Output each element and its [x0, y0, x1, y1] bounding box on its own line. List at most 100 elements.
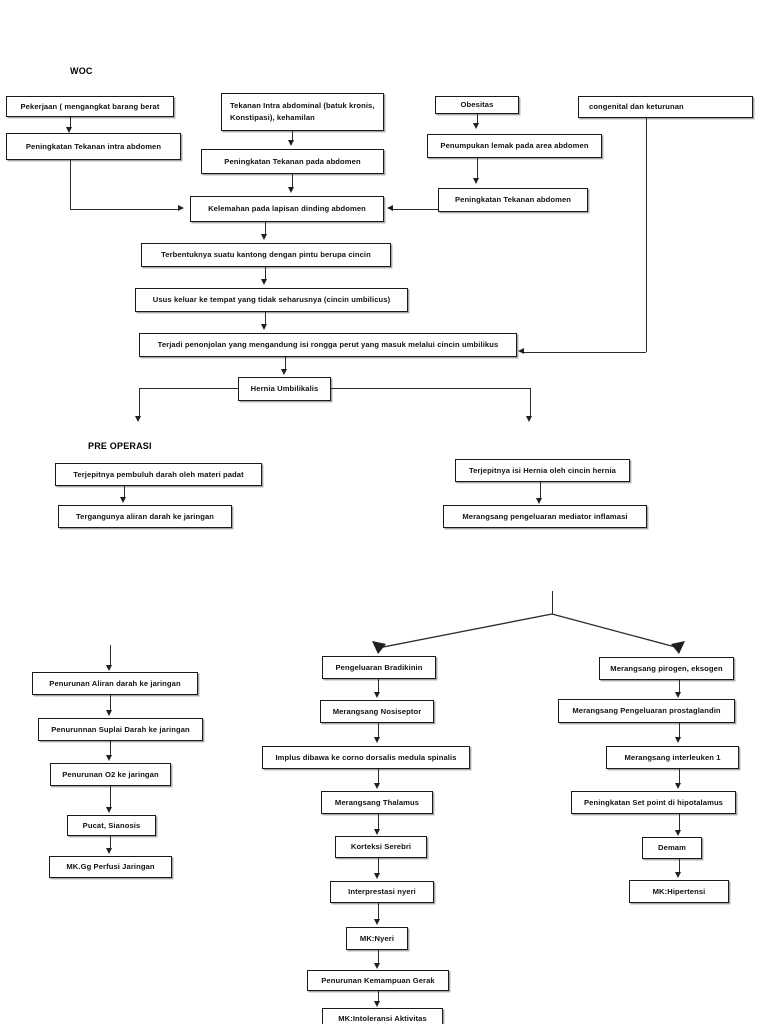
node-peningkatan-tekanan-pada-abdomen: Peningkatan Tekanan pada abdomen	[201, 149, 384, 174]
arrowhead-down	[120, 497, 127, 503]
node-merangsang-thalamus: Merangsang Thalamus	[321, 791, 433, 814]
node-tergangunya-aliran-darah: Tergangunya aliran darah ke jaringan	[58, 505, 232, 528]
node-kelemahan-lapisan-dinding-abdomen: Kelemahan pada lapisan dinding abdomen	[190, 196, 384, 222]
node-implus-dibawa: Implus dibawa ke corno dorsalis medula s…	[262, 746, 470, 769]
arrowhead-down	[473, 123, 480, 129]
arrowhead-down	[526, 416, 533, 422]
arrowhead-down	[675, 872, 682, 878]
node-terjepitnya-pembuluh-darah: Terjepitnya pembuluh darah oleh materi p…	[55, 463, 262, 486]
arrowhead-down	[675, 783, 682, 789]
connector-kantong-to-usus	[265, 267, 266, 279]
node-mk-intoleransi-aktivitas: MK:Intoleransi Aktivitas	[322, 1008, 443, 1024]
node-peningkatan-tekanan-abdomen: Peningkatan Tekanan abdomen	[438, 188, 588, 212]
arrowhead-left	[518, 348, 524, 355]
connector-usus-to-penonjolan	[265, 312, 266, 324]
node-terjadi-penonjolan: Terjadi penonjolan yang mengandung isi r…	[139, 333, 517, 357]
connector-penonjolan-to-hernia	[285, 357, 286, 369]
arrowhead-down	[288, 187, 295, 193]
connector-fork-stem	[552, 591, 553, 614]
arrowhead-down	[261, 324, 268, 330]
node-demam: Demam	[642, 837, 702, 859]
connector-bradikinin-to-nosiseptor	[378, 679, 379, 692]
connector-mknyeri-to-gerak	[378, 950, 379, 963]
connector-prostaglandin-to-interleuken	[679, 723, 680, 737]
section-label-woc: WOC	[70, 66, 93, 76]
node-merangsang-interleuken: Merangsang interleuken 1	[606, 746, 739, 769]
connector-setpoint-to-demam	[679, 814, 680, 830]
node-pekerjaan: Pekerjaan ( mengangkat barang berat	[6, 96, 174, 117]
connector-suplai-to-o2	[110, 741, 111, 755]
arrowhead-down	[675, 737, 682, 743]
node-mk-hipertensi: MK:Hipertensi	[629, 880, 729, 903]
arrowhead-down	[675, 830, 682, 836]
arrowhead-down	[261, 234, 268, 240]
connector-hernia-right-drop	[530, 388, 531, 416]
node-merangsang-prostaglandin: Merangsang Pengeluaran prostaglandin	[558, 699, 735, 723]
connector-hernia-right-across	[331, 388, 530, 389]
arrowhead-left	[387, 205, 393, 212]
node-interprestasi-nyeri: Interprestasi nyeri	[330, 881, 434, 903]
connector-obesitas-to-penumpukan	[477, 114, 478, 123]
arrowhead-right	[178, 205, 184, 212]
connector-ptpa-to-kelemahan	[292, 174, 293, 187]
node-obesitas: Obesitas	[435, 96, 519, 114]
connector-kelemahan-to-kantong	[265, 222, 266, 234]
arrowhead-down	[135, 416, 142, 422]
connector-hernia-left-across	[139, 388, 238, 389]
arrowhead-down	[374, 783, 381, 789]
arrowhead-down	[281, 369, 288, 375]
arrowhead-down	[473, 178, 480, 184]
node-mk-gg-perfusi-jaringan: MK.Gg Perfusi Jaringan	[49, 856, 172, 878]
node-penurunan-kemampuan-gerak: Penurunan Kemampuan Gerak	[307, 970, 449, 991]
connector-nosiseptor-to-implus	[378, 723, 379, 737]
connector-korteksi-to-interprestasi	[378, 858, 379, 873]
node-pengeluaran-bradikinin: Pengeluaran Bradikinin	[322, 656, 436, 679]
connector-isihernia-to-mediator	[540, 482, 541, 498]
arrowhead-down	[536, 498, 543, 504]
arrowhead-down	[374, 1001, 381, 1007]
connector-interprestasi-to-mknyeri	[378, 903, 379, 919]
node-penumpukan-lemak: Penumpukan lemak pada area abdomen	[427, 134, 602, 158]
arrowhead-down	[374, 919, 381, 925]
node-penurunnan-suplai-darah: Penurunnan Suplai Darah ke jaringan	[38, 718, 203, 741]
connector-o2-to-pucat	[110, 786, 111, 807]
arrowhead-down	[374, 963, 381, 969]
connector-tia-to-ptpa	[292, 131, 293, 140]
node-penurunan-aliran-darah: Penurunan Aliran darah ke jaringan	[32, 672, 198, 695]
node-peningkatan-tekanan-intra-abdomen: Peningkatan Tekanan intra abdomen	[6, 133, 181, 160]
node-merangsang-nosiseptor: Merangsang Nosiseptor	[320, 700, 434, 723]
arrowhead-down	[288, 140, 295, 146]
connector-intra-abdomen-across	[70, 209, 178, 210]
connector-gerak-to-intoleransi	[378, 991, 379, 1001]
node-peningkatan-set-point: Peningkatan Set point di hipotalamus	[571, 791, 736, 814]
arrowhead-down	[106, 755, 113, 761]
connector-congenital-across	[524, 352, 646, 353]
node-hernia-umbilikalis: Hernia Umbilikalis	[238, 377, 331, 401]
connector-penumpukan-to-pta	[477, 158, 478, 178]
arrowhead-down	[261, 279, 268, 285]
node-merangsang-mediator-inflamasi: Merangsang pengeluaran mediator inflamas…	[443, 505, 647, 528]
connector-demam-to-hipertensi	[679, 859, 680, 872]
connector-congenital-drop	[646, 118, 647, 352]
arrowhead-down	[106, 807, 113, 813]
node-tekanan-intra-abdominal: Tekanan Intra abdominal (batuk kronis, K…	[221, 93, 384, 131]
node-terbentuknya-kantong: Terbentuknya suatu kantong dengan pintu …	[141, 243, 391, 267]
arrowhead-down	[374, 873, 381, 879]
node-mk-nyeri: MK:Nyeri	[346, 927, 408, 950]
node-penurunan-o2: Penurunan O2 ke jaringan	[50, 763, 171, 786]
connector-pucat-to-mkgg	[110, 836, 111, 848]
node-usus-keluar: Usus keluar ke tempat yang tidak seharus…	[135, 288, 408, 312]
connector-into-penurunan-aliran	[110, 645, 111, 665]
connector-interleuken-to-setpoint	[679, 769, 680, 783]
arrowhead-down	[106, 848, 113, 854]
connector-terjepit-to-terganggu	[124, 486, 125, 497]
connector-intra-abdomen-drop	[70, 160, 71, 209]
connector-pta-to-kelemahan	[393, 209, 438, 210]
connector-thalamus-to-korteksi	[378, 814, 379, 829]
node-merangsang-pirogen: Merangsang pirogen, eksogen	[599, 657, 734, 680]
node-terjepitnya-isi-hernia: Terjepitnya isi Hernia oleh cincin herni…	[455, 459, 630, 482]
connector-pirogen-to-prostaglandin	[679, 680, 680, 692]
arrowhead-down	[106, 710, 113, 716]
node-korteksi-serebri: Korteksi Serebri	[335, 836, 427, 858]
node-pucat-sianosis: Pucat, Sianosis	[67, 815, 156, 836]
